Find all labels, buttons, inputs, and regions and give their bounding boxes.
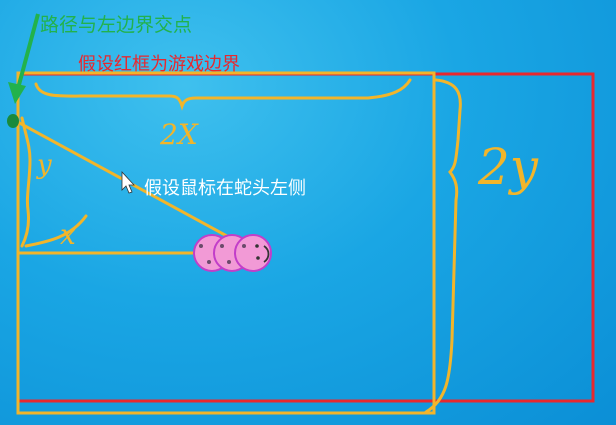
red-frame-label: 假设红框为游戏边界 [78, 54, 240, 75]
green-arrow-icon [7, 13, 40, 128]
brace-2y [424, 78, 462, 414]
red-game-boundary [16, 72, 595, 403]
handwritten-2x: 2X [160, 118, 198, 151]
intersection-label: 路径与左边界交点 [40, 14, 193, 36]
yellow-frame [16, 71, 436, 415]
mouse-label: 假设鼠标在蛇头左侧 [144, 178, 306, 199]
handwritten-y: y [37, 150, 52, 180]
brace-y [20, 116, 32, 248]
brace-x [24, 214, 88, 248]
mouse-cursor-icon [121, 170, 135, 194]
handwritten-2y: 2y [478, 138, 539, 196]
snake-head-icon [193, 234, 272, 272]
handwritten-x: x [60, 218, 76, 251]
path-line [13, 118, 261, 256]
brace-2x [34, 78, 412, 111]
